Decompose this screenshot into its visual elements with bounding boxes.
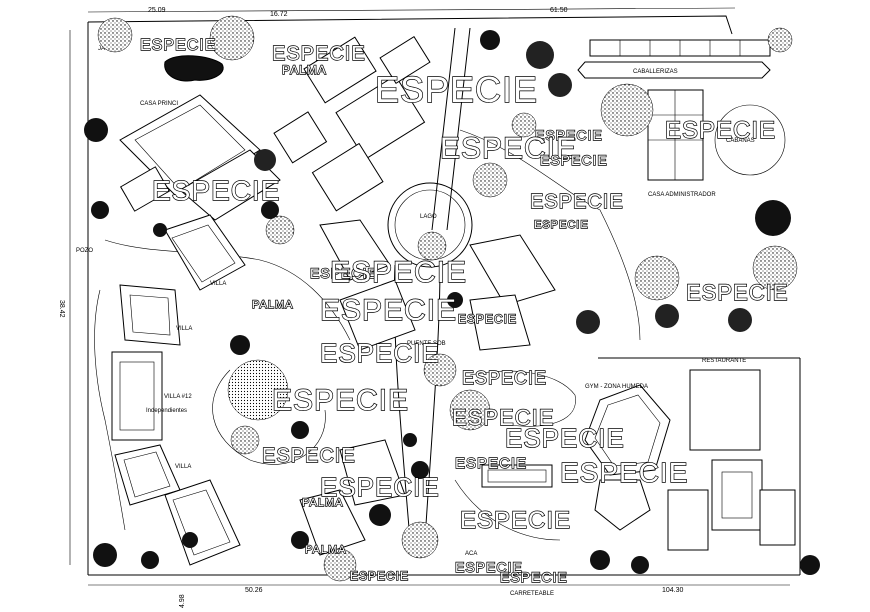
especie-label-25: ESPECIE <box>460 507 571 534</box>
palm-labels: PALMA PALMA PALMA PALMA <box>251 62 346 556</box>
especie-label-19: ESPECIE <box>452 405 554 430</box>
especie-label-3: ESPECIE <box>375 69 538 110</box>
villas-center: PUENTE SOB <box>299 219 556 556</box>
dimensions: 25.09 16.72 61.50 38.42 50.26 104.30 4.9… <box>58 7 684 608</box>
palma-label-1: PALMA <box>282 63 327 77</box>
dim-left-side: 38.42 <box>58 300 65 318</box>
especie-label-21: ESPECIE <box>262 445 356 467</box>
main-house-label: CASA PRINCI <box>140 101 178 107</box>
especie-label-15: ESPECIE <box>458 312 517 326</box>
especie-label-24: ESPECIE <box>320 472 440 502</box>
especie-label-16: ESPECIE <box>320 338 440 368</box>
bridge-label: PUENTE SOB <box>407 341 446 347</box>
especie-label-22: ESPECIE <box>455 455 527 472</box>
especie-label-8: ESPECIE <box>152 175 280 206</box>
especie-label-20: ESPECIE <box>505 423 625 453</box>
dim-bottom-left: 50.26 <box>245 587 263 594</box>
pool <box>164 55 224 82</box>
species-labels: ESPECIE ESPECIE ESPECIE ESPECIE ESPECIE … <box>139 36 788 585</box>
dim-top-mid: 16.72 <box>270 11 288 18</box>
main-house: CASA PRINCI JACA <box>98 46 281 221</box>
garden-paths <box>94 129 641 541</box>
especie-label-14: ESPECIE <box>320 294 457 327</box>
palma-label-2: PALMA <box>252 299 293 311</box>
villa-row-buildings <box>273 35 431 212</box>
especie-label-11: ESPECIE <box>310 265 378 281</box>
road-label: CARRETEABLE <box>510 591 554 597</box>
dim-bottom-corner: 4.98 <box>179 594 186 608</box>
dim-bottom-right: 104.30 <box>662 587 684 594</box>
pozo-label: POZO <box>76 248 93 254</box>
especie-label-26: ESPECIE <box>350 569 409 583</box>
especie-label-1: ESPECIE <box>140 37 216 54</box>
property-boundary <box>69 7 801 586</box>
especie-label-27: ESPECIE <box>455 559 523 575</box>
especie-label-13: ESPECIE <box>686 280 788 305</box>
especie-label-7: ESPECIE <box>540 152 608 168</box>
especie-label-9: ESPECIE <box>530 191 624 213</box>
restaurant: RESTAURANTE <box>667 358 796 551</box>
villa-label-3: VILLA <box>175 464 191 470</box>
especie-label-4: ESPECIE <box>535 127 603 143</box>
lake-label: LAGO <box>420 214 437 220</box>
gym-wet-zone: GYM - ZONA HUMEDA <box>481 384 671 531</box>
cabanas-label: CABAÑAS <box>726 137 755 144</box>
gym-label: GYM - ZONA HUMEDA <box>585 384 648 390</box>
especie-label-17: ESPECIE <box>462 368 547 388</box>
especie-label-12: ESPECIE <box>330 256 467 289</box>
villas-left: VILLA VILLA VILLA #12 Independientes VIL… <box>76 214 246 566</box>
especie-label-6: ESPECIE <box>440 132 577 165</box>
palma-label-4: PALMA <box>305 544 346 556</box>
trees <box>84 15 820 582</box>
stables-label: CABALLERIZAS <box>633 69 678 75</box>
dim-top-right: 61.50 <box>550 7 568 14</box>
independientes-label: Independientes <box>146 408 187 414</box>
admin-house-label: CASA ADMINISTRADOR <box>648 192 716 198</box>
especie-label-23: ESPECIE <box>560 457 688 488</box>
especie-label-18: ESPECIE <box>272 384 409 417</box>
dim-top-left: 25.09 <box>148 7 166 14</box>
villa-label-1: VILLA <box>210 281 226 287</box>
especie-label-2: ESPECIE <box>272 43 366 65</box>
villa-12-label: VILLA #12 <box>164 394 192 400</box>
especie-label-10: ESPECIE <box>534 219 589 231</box>
especie-label-28: ESPECIE <box>500 569 568 585</box>
admin-house: CASA ADMINISTRADOR CABAÑAS <box>647 89 786 198</box>
aca-label: ACA <box>465 551 477 557</box>
palma-label-3: PALMA <box>302 497 343 509</box>
especie-label-5: ESPECIE <box>665 117 776 144</box>
villa-label-2: VILLA <box>176 326 192 332</box>
restaurant-label: RESTAURANTE <box>702 358 746 364</box>
stables: CABALLERIZAS <box>577 39 771 79</box>
